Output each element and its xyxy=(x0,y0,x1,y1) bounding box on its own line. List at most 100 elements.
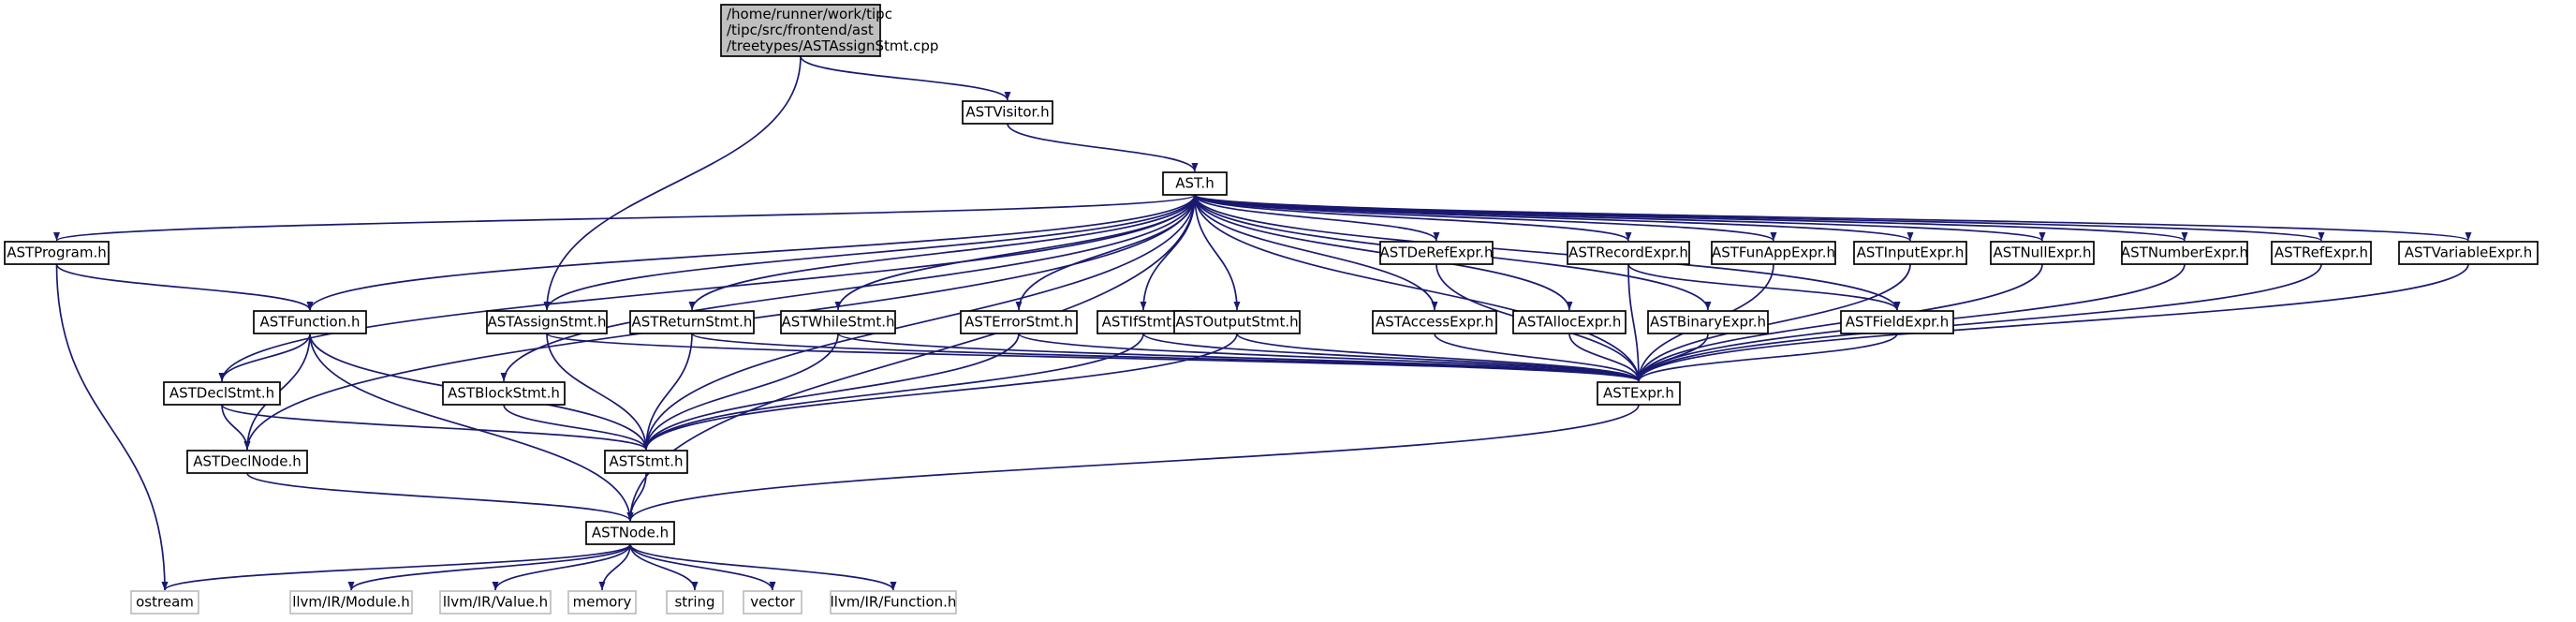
edge-astfield-expr-to-astexpr xyxy=(1635,333,1898,382)
node-label: ASTAllocExpr.h xyxy=(1518,314,1622,331)
node-vector: vector xyxy=(743,590,802,615)
node-astref-expr[interactable]: ASTRefExpr.h xyxy=(2271,241,2372,265)
node-astassign-stmt[interactable]: ASTAssignStmt.h xyxy=(486,310,608,334)
node-astde-ref-expr[interactable]: ASTDeRefExpr.h xyxy=(1379,241,1494,265)
node-box xyxy=(720,4,881,57)
edge-astdecl-stmt-to-astdecl-node xyxy=(221,404,251,451)
edge-astprogram-to-ostream xyxy=(55,263,169,591)
edge-ast-to-astreturn-stmt xyxy=(688,194,1196,311)
node-box xyxy=(289,590,413,615)
node-box xyxy=(1372,310,1497,334)
node-label: ASTBlockStmt.h xyxy=(448,385,560,402)
node-label: /treetypes/ASTAssignStmt.cpp xyxy=(727,37,938,54)
node-astaccess-expr[interactable]: ASTAccessExpr.h xyxy=(1372,310,1497,334)
edge-ast-to-astfun-app-expr xyxy=(1194,194,1777,242)
node-label: AST.h xyxy=(1175,175,1214,192)
node-label: ASTExpr.h xyxy=(1603,385,1674,402)
edge-astvariable-expr-to-astexpr xyxy=(1635,263,2469,382)
node-box xyxy=(2121,241,2248,265)
node-astwhile-stmt[interactable]: ASTWhileStmt.h xyxy=(780,310,896,334)
node-astnode[interactable]: ASTNode.h xyxy=(585,521,675,545)
edge-astrecord-expr-to-astexpr xyxy=(1627,263,1642,382)
node-llvm-value: llvm/IR/Value.h xyxy=(439,590,552,615)
node-astinput-expr[interactable]: ASTInputExpr.h xyxy=(1853,241,1967,265)
node-box xyxy=(439,590,552,615)
node-label: ASTVariableExpr.h xyxy=(2405,244,2533,261)
node-box xyxy=(1512,310,1627,334)
edge-ast-to-astdecl-stmt xyxy=(218,194,1196,382)
edge-ast-to-astinput-expr xyxy=(1194,194,1914,242)
edge-astnode-to-vector xyxy=(629,543,776,591)
edge-astinput-expr-to-astexpr xyxy=(1635,263,1911,382)
edge-asterror-stmt-to-astexpr xyxy=(1018,333,1642,382)
node-astdecl-node[interactable]: ASTDeclNode.h xyxy=(186,450,308,474)
node-astreturn-stmt[interactable]: ASTReturnStmt.h xyxy=(629,310,755,334)
node-astprogram[interactable]: ASTProgram.h xyxy=(4,241,110,265)
edge-astrecord-expr-to-astfield-expr xyxy=(1627,263,1901,311)
edge-ast-to-astfunction xyxy=(306,194,1196,311)
node-box xyxy=(1853,241,1967,265)
edge-astnode-to-ostream xyxy=(161,543,631,591)
node-box xyxy=(666,590,724,615)
node-box xyxy=(442,381,566,406)
node-box xyxy=(486,310,608,334)
node-box xyxy=(1162,171,1228,196)
node-box xyxy=(1173,310,1301,334)
node-astbinary-expr[interactable]: ASTBinaryExpr.h xyxy=(1647,310,1769,334)
node-astnull-expr[interactable]: ASTNullExpr.h xyxy=(1990,241,2095,265)
node-root[interactable]: /home/runner/work/tipc/tipc/src/frontend… xyxy=(720,4,938,57)
edge-astassign-stmt-to-aststmt xyxy=(546,333,650,451)
node-astvariable-expr[interactable]: ASTVariableExpr.h xyxy=(2398,241,2539,265)
node-astfunction[interactable]: ASTFunction.h xyxy=(253,310,367,334)
node-label: /tipc/src/frontend/ast xyxy=(727,22,874,38)
node-box xyxy=(4,241,110,265)
node-astexpr[interactable]: ASTExpr.h xyxy=(1597,381,1681,406)
node-box xyxy=(1597,381,1681,406)
node-llvm-module: llvm/IR/Module.h xyxy=(289,590,413,615)
node-asterror-stmt[interactable]: ASTErrorStmt.h xyxy=(960,310,1078,334)
graph-nodes: /home/runner/work/tipc/tipc/src/frontend… xyxy=(4,4,2539,615)
node-label: ASTRecordExpr.h xyxy=(1568,244,1688,261)
node-astoutput-stmt[interactable]: ASTOutputStmt.h xyxy=(1173,310,1301,334)
edge-astdecl-stmt-to-aststmt xyxy=(221,404,650,451)
node-box xyxy=(1379,241,1494,265)
node-label: ASTBinaryExpr.h xyxy=(1650,314,1766,331)
graph-edges xyxy=(53,55,2471,591)
node-astalloc-expr[interactable]: ASTAllocExpr.h xyxy=(1512,310,1627,334)
edge-astnode-to-llvm-function xyxy=(629,543,897,591)
edge-astaccess-expr-to-astexpr xyxy=(1434,333,1642,382)
edge-ast-to-astoutput-stmt xyxy=(1194,194,1241,311)
node-label: ostream xyxy=(136,594,194,611)
node-label: memory xyxy=(573,594,632,611)
node-astvisitor[interactable]: ASTVisitor.h xyxy=(962,100,1053,125)
node-astblock-stmt[interactable]: ASTBlockStmt.h xyxy=(442,381,566,406)
node-label: ASTDeRefExpr.h xyxy=(1380,244,1494,261)
node-astrecord-expr[interactable]: ASTRecordExpr.h xyxy=(1567,241,1690,265)
edge-ast-to-astblock-stmt xyxy=(500,194,1196,382)
node-astdecl-stmt[interactable]: ASTDeclStmt.h xyxy=(163,381,281,406)
node-label: ASTNumberExpr.h xyxy=(2121,244,2248,261)
node-aststmt[interactable]: ASTStmt.h xyxy=(604,450,688,474)
node-box xyxy=(130,590,199,615)
node-box xyxy=(743,590,802,615)
node-astfield-expr[interactable]: ASTFieldExpr.h xyxy=(1840,310,1954,334)
node-label: ASTInputExpr.h xyxy=(1857,244,1965,261)
node-astif-stmt[interactable]: ASTIfStmt.h xyxy=(1097,310,1190,334)
edge-ast-to-astexpr xyxy=(1194,194,1642,382)
node-label: string xyxy=(674,594,714,611)
node-astnumber-expr[interactable]: ASTNumberExpr.h xyxy=(2121,241,2248,265)
edge-astoutput-stmt-to-astexpr xyxy=(1236,333,1642,382)
node-box xyxy=(585,521,675,545)
node-box xyxy=(1711,241,1836,265)
node-label: /home/runner/work/tipc xyxy=(727,6,892,22)
node-llvm-function: llvm/IR/Function.h xyxy=(830,590,957,615)
node-string: string xyxy=(666,590,724,615)
node-ast[interactable]: AST.h xyxy=(1162,171,1228,196)
node-astfun-app-expr[interactable]: ASTFunAppExpr.h xyxy=(1711,241,1836,265)
node-box xyxy=(960,310,1078,334)
edge-astwhile-stmt-to-aststmt xyxy=(642,333,839,451)
edge-astfunction-to-astnode xyxy=(309,333,634,522)
node-label: ASTOutputStmt.h xyxy=(1175,314,1298,331)
edge-ast-to-astprogram xyxy=(53,194,1196,242)
node-box xyxy=(962,100,1053,125)
